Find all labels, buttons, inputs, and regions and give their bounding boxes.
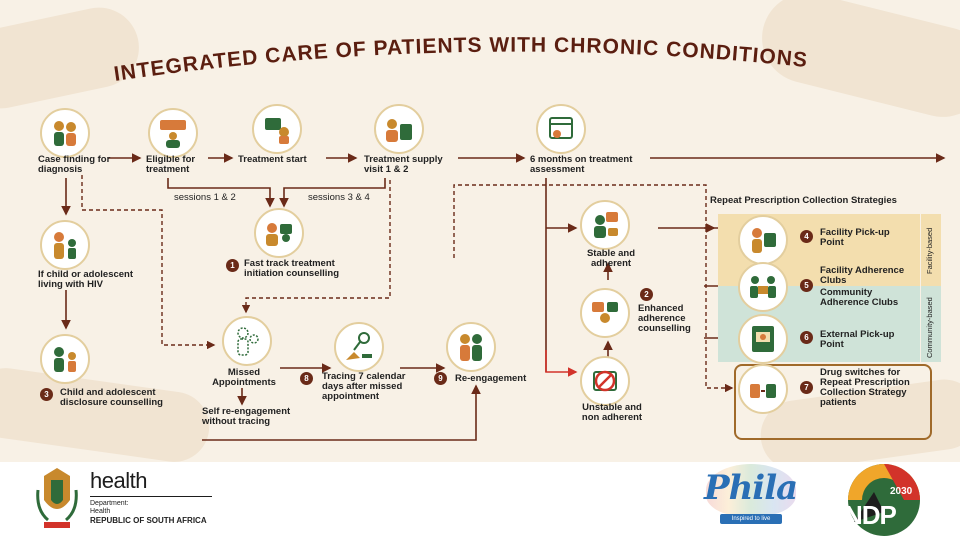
eligible-icon	[148, 108, 198, 158]
external-pickup-label: External Pick-up Point	[820, 329, 895, 350]
reengagement-label: Re-engagement	[455, 373, 527, 384]
eligible-label: Eligible for treatment	[146, 154, 196, 175]
step-number-7: 7	[800, 381, 813, 394]
stable-label: Stable and adherent	[586, 248, 636, 269]
coat-of-arms-logo	[34, 466, 80, 530]
six-month-calendar-icon	[536, 104, 586, 154]
sessions-3-4-label: sessions 3 & 4	[308, 192, 370, 203]
department-name: Health	[90, 508, 111, 515]
enhanced-label: Enhanced adherence counselling	[638, 303, 691, 334]
missed-appointments-label: Missed Appointments	[212, 367, 276, 388]
department-label: Department:	[90, 500, 129, 507]
country-name: REPUBLIC OF SOUTH AFRICA	[90, 516, 207, 525]
self-reengagement-label: Self re-engagement without tracing	[202, 406, 291, 427]
facility-pickup-icon	[738, 215, 788, 265]
sessions-1-2-label: sessions 1 & 2	[174, 192, 236, 203]
ndp-wordmark: NDP	[844, 500, 897, 530]
facility-based-side: Facility-based	[921, 214, 941, 286]
reengagement-icon	[446, 322, 496, 372]
child-hiv-icon	[40, 220, 90, 270]
community-based-label: Community-based	[925, 297, 934, 358]
facility-based-label: Facility-based	[925, 227, 934, 274]
flow-connectors	[61, 153, 946, 441]
child-hiv-label: If child or adolescent living with HIV	[38, 269, 134, 290]
fast-track-label: Fast track treatment initiation counsell…	[244, 258, 339, 279]
treatment-supply-icon	[374, 104, 424, 154]
six-months-label: 6 months on treatment assessment	[530, 154, 633, 175]
step-number-3: 3	[40, 388, 53, 401]
case-finding-icon	[40, 108, 90, 158]
drug-switch-label: Drug switches for Repeat Prescription Co…	[820, 367, 910, 408]
facility-pickup-label: Facility Pick-up Point	[820, 227, 890, 248]
strategies-heading: Repeat Prescription Collection Strategie…	[710, 195, 897, 206]
step-number-9: 9	[434, 372, 447, 385]
drug-switch-box	[734, 364, 932, 440]
enhanced-counselling-icon	[580, 288, 630, 338]
adherence-clubs-icon	[738, 262, 788, 312]
ndp-year: 2030	[890, 486, 913, 497]
tracing-icon	[334, 322, 384, 372]
missed-appointments-icon	[222, 316, 272, 366]
disclosure-icon	[40, 334, 90, 384]
treatment-supply-label: Treatment supply visit 1 & 2	[364, 154, 443, 175]
treatment-start-label: Treatment start	[238, 154, 307, 165]
phila-logo: Phila Inspired to live	[700, 462, 810, 534]
phila-wordmark: Phila	[704, 468, 798, 508]
facility-clubs-label: Facility Adherence Clubs	[820, 265, 905, 286]
step-number-5: 5	[800, 279, 813, 292]
page-title: INTEGRATED CARE OF PATIENTS WITH CHRONIC…	[112, 34, 808, 86]
unstable-label: Unstable and non adherent	[581, 402, 643, 423]
step-number-1: 1	[226, 259, 239, 272]
tracing-label: Tracing 7 calendar days after missed app…	[322, 371, 406, 402]
footer-divider	[90, 496, 212, 497]
phila-tagline: Inspired to live	[720, 514, 782, 524]
step-number-6: 6	[800, 331, 813, 344]
fast-track-icon	[254, 208, 304, 258]
community-clubs-label: Community Adherence Clubs	[820, 287, 899, 308]
ndp-logo: 2030 NDP	[834, 462, 934, 538]
step-number-8: 8	[300, 372, 313, 385]
step-number-2: 2	[640, 288, 653, 301]
case-finding-label: Case finding for diagnosis	[38, 154, 111, 175]
footer: health Department: Health REPUBLIC OF SO…	[0, 462, 960, 540]
drug-switch-icon	[738, 364, 788, 414]
unstable-icon	[580, 356, 630, 406]
stable-adherent-icon	[580, 200, 630, 250]
step-number-4: 4	[800, 230, 813, 243]
external-pickup-icon	[738, 314, 788, 364]
health-wordmark: health	[90, 468, 147, 493]
treatment-start-icon	[252, 104, 302, 154]
community-based-side: Community-based	[921, 286, 941, 362]
disclosure-label: Child and adolescent disclosure counsell…	[60, 387, 163, 408]
